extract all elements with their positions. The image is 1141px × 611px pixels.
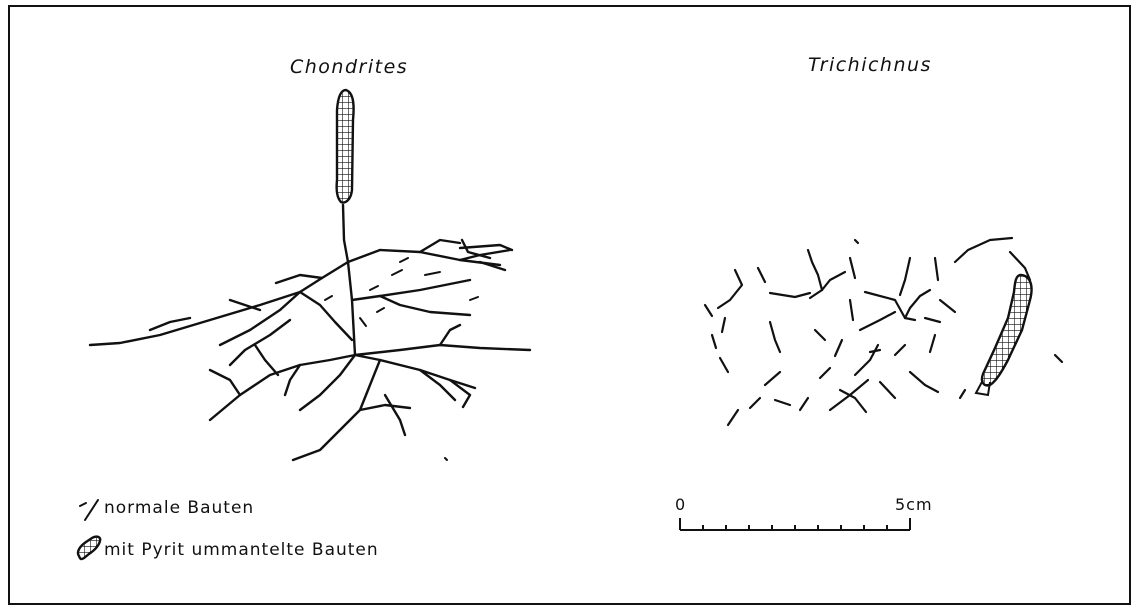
pyrite-burrow-icon — [78, 537, 100, 559]
scale-bar — [680, 518, 910, 530]
chondrites-pyrite-burrow — [337, 90, 354, 203]
trichichnus-title: Trichichnus — [808, 54, 932, 76]
scale-bar-end-label: 5cm — [895, 495, 933, 514]
legend-label-normal: normale Bauten — [104, 498, 254, 518]
normal-burrow-icon — [80, 500, 98, 520]
scale-bar-start-label: 0 — [675, 495, 686, 514]
chondrites-burrow-fragments — [325, 258, 478, 460]
legend-label-pyrite: mit Pyrit ummantelte Bauten — [104, 540, 379, 560]
chondrites-title: Chondrites — [290, 56, 408, 78]
trichichnus-pyrite-burrow — [982, 275, 1032, 385]
chondrites-burrow-network — [90, 205, 530, 460]
